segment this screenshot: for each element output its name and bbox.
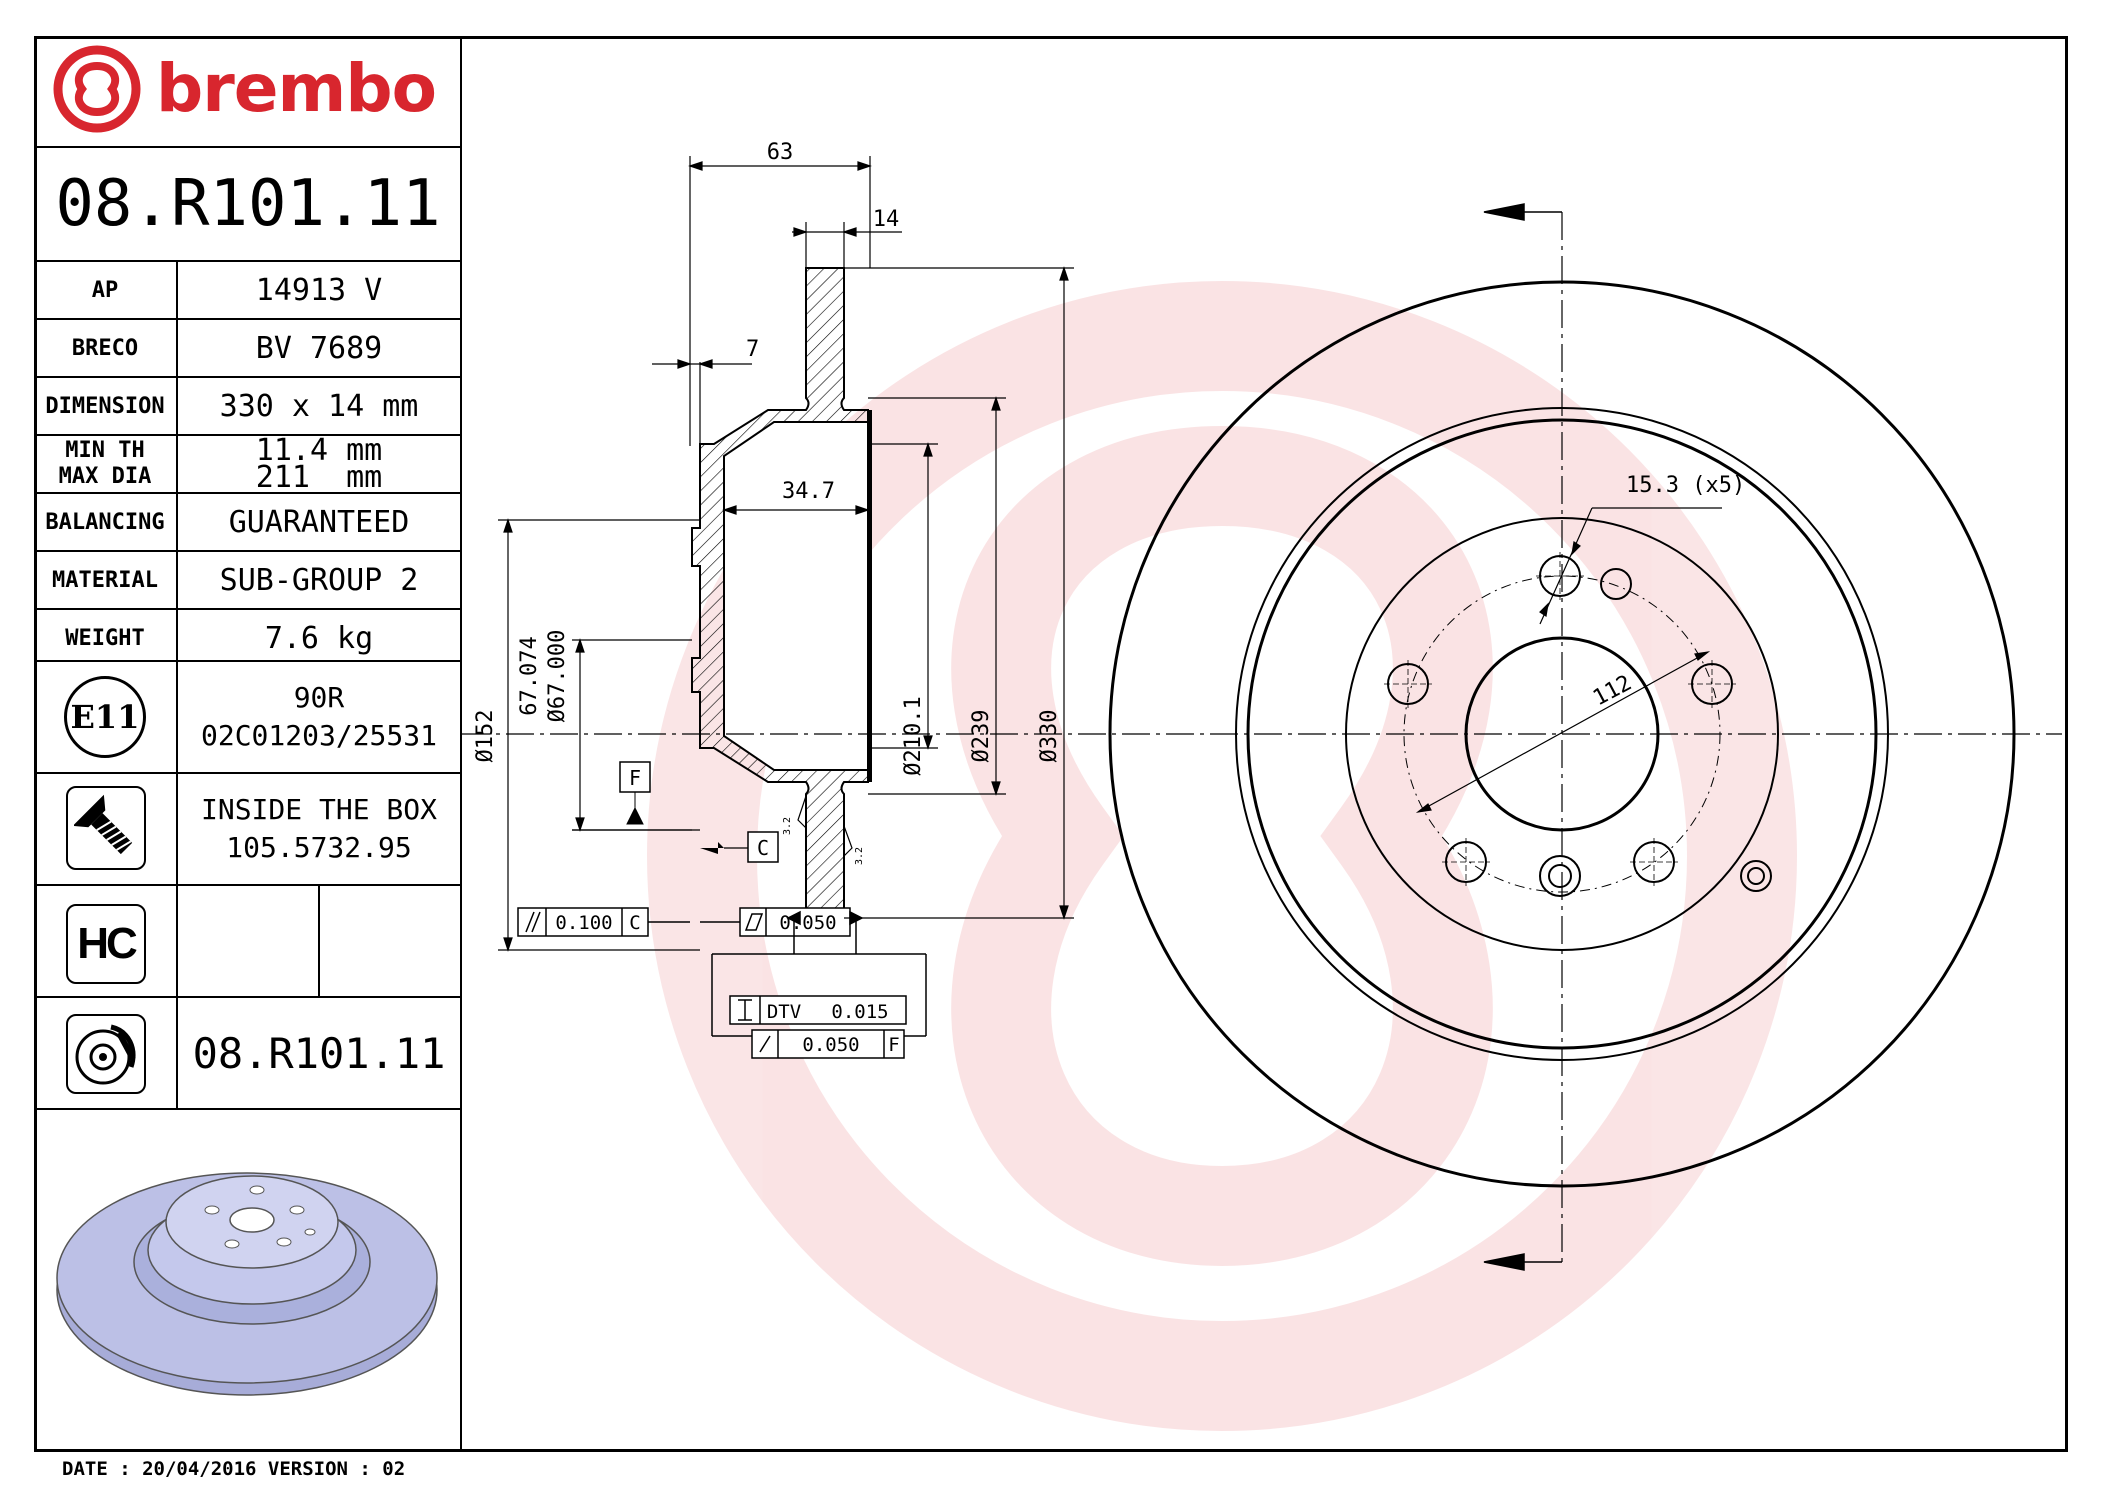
homologation-code: 90R — [293, 681, 345, 714]
datum-f-marker — [626, 792, 644, 825]
disc-front-view — [1108, 212, 2016, 1266]
runout-value: 0.050 — [802, 1034, 859, 1056]
dim-7 — [652, 359, 752, 446]
hole-centerlines — [1384, 552, 1736, 886]
divider — [34, 260, 462, 262]
part-number: 08.R101.11 — [55, 167, 441, 241]
datum-f-label: F — [629, 766, 641, 790]
footer-date-version: DATE : 20/04/2016 VERSION : 02 — [62, 1458, 406, 1480]
roughness-left: 3.2 — [782, 817, 793, 835]
spec-value-breco: BV 7689 — [255, 330, 383, 366]
dim-152-label: Ø152 — [473, 710, 498, 763]
divider — [318, 886, 320, 996]
disc-3d-render — [56, 1172, 438, 1396]
dim-63 — [688, 156, 872, 446]
drawing-frame — [34, 36, 2068, 1452]
parallelism-frame — [517, 907, 690, 937]
parallelism-value: 0.100 — [555, 912, 612, 934]
hole-callout — [1539, 507, 1722, 625]
hole-callout-label: 15.3 (x5) — [1626, 473, 1745, 498]
spec-label-dimension: DIMENSION — [45, 393, 165, 419]
dim-63-label: 63 — [767, 140, 794, 165]
runout-ref: F — [888, 1034, 899, 1056]
parallelism-ref: C — [629, 912, 640, 934]
dtv-label: DTV — [767, 1001, 801, 1023]
spec-value-min-max: 11.4 mm 211 mm — [178, 433, 460, 495]
divider — [34, 376, 462, 378]
dim-67-lower-label: Ø67.000 — [545, 630, 570, 723]
dim-7-label: 7 — [746, 337, 759, 362]
dim-239 — [868, 396, 1006, 796]
dtv-value: 0.015 — [831, 1001, 888, 1023]
spec-value-balancing: GUARANTEED — [228, 504, 410, 540]
homologation-number: 02C01203/25531 — [200, 719, 437, 752]
dim-pcd — [1415, 651, 1711, 813]
spec-value-dimension: 330 x 14 mm — [219, 388, 419, 424]
divider — [34, 1108, 462, 1110]
flatness-value: 0.050 — [779, 912, 836, 934]
divider — [34, 492, 462, 494]
disc-cross-section — [691, 267, 872, 919]
dim-239-label: Ø239 — [969, 710, 994, 763]
spec-label-balancing: BALANCING — [45, 509, 165, 535]
brake-disc-icon — [66, 1014, 146, 1094]
screws-part-number: 105.5732.95 — [226, 831, 412, 864]
dim-152 — [498, 518, 700, 952]
divider — [34, 884, 462, 886]
dim-67-upper-label: 67.074 — [517, 636, 542, 715]
divider — [34, 550, 462, 552]
datum-c-label: C — [757, 836, 769, 860]
roughness-marks — [797, 795, 853, 884]
datum-c-marker — [700, 842, 724, 854]
spec-label-max-dia: MAX DIA — [58, 464, 152, 489]
dim-14-label: 14 — [873, 207, 900, 232]
spec-label-weight: WEIGHT — [65, 625, 145, 651]
brembo-watermark — [647, 281, 1797, 1431]
spec-value-material: SUB-GROUP 2 — [219, 562, 419, 598]
dim-330 — [844, 266, 1074, 920]
dim-34-7 — [722, 505, 870, 515]
runout-frame — [712, 1029, 926, 1059]
brand-name: brembo — [156, 50, 437, 127]
screws-info: INSIDE THE BOX 105.5732.95 — [178, 774, 460, 884]
divider — [34, 146, 462, 148]
e11-cell: E11 — [34, 662, 176, 772]
datum-c-box — [747, 831, 779, 863]
spec-label-material: MATERIAL — [52, 567, 158, 593]
brand-logo: brembo — [52, 44, 437, 134]
dim-210 — [868, 442, 938, 750]
homologation-info: 90R 02C01203/25531 — [178, 662, 460, 772]
hc-icon: HC — [66, 904, 146, 984]
spec-label-breco: BRECO — [71, 335, 139, 361]
dim-210-label: Ø210.1 — [901, 696, 926, 775]
spec-value-min-th: 11.4 mm — [255, 433, 383, 468]
divider — [34, 772, 462, 774]
spec-value-ap: 14913 V — [255, 272, 383, 308]
dim-330-label: Ø330 — [1037, 710, 1062, 763]
spec-label-min-th: MIN TH — [65, 438, 145, 463]
spec-value-weight: 7.6 kg — [264, 620, 374, 656]
spec-label-min-max: MIN TH MAX DIA — [34, 436, 176, 492]
datum-f-box — [619, 761, 651, 793]
dim-34-7-label: 34.7 — [782, 479, 835, 504]
column-divider — [460, 36, 462, 1452]
brembo-logo-icon — [53, 45, 141, 133]
dtv-frame — [711, 910, 927, 1036]
spec-value-max-dia: 211 mm — [255, 460, 383, 495]
disc-part-number: 08.R101.11 — [192, 1028, 446, 1078]
divider — [34, 660, 462, 662]
dim-14 — [792, 222, 902, 268]
divider — [34, 434, 462, 436]
screws-note: INSIDE THE BOX — [200, 793, 437, 826]
divider — [34, 318, 462, 320]
technical-drawing: 63 14 7 34.7 Ø152 67.074 Ø67.000 F — [462, 140, 2062, 1431]
section-arrows — [1483, 203, 1562, 1271]
divider — [34, 996, 462, 998]
spec-divider — [176, 262, 178, 1110]
screw-icon — [66, 786, 146, 870]
roughness-right: 3.2 — [854, 847, 865, 865]
divider — [34, 608, 462, 610]
spec-label-ap: AP — [91, 277, 119, 303]
e11-mark: E11 — [64, 676, 146, 758]
